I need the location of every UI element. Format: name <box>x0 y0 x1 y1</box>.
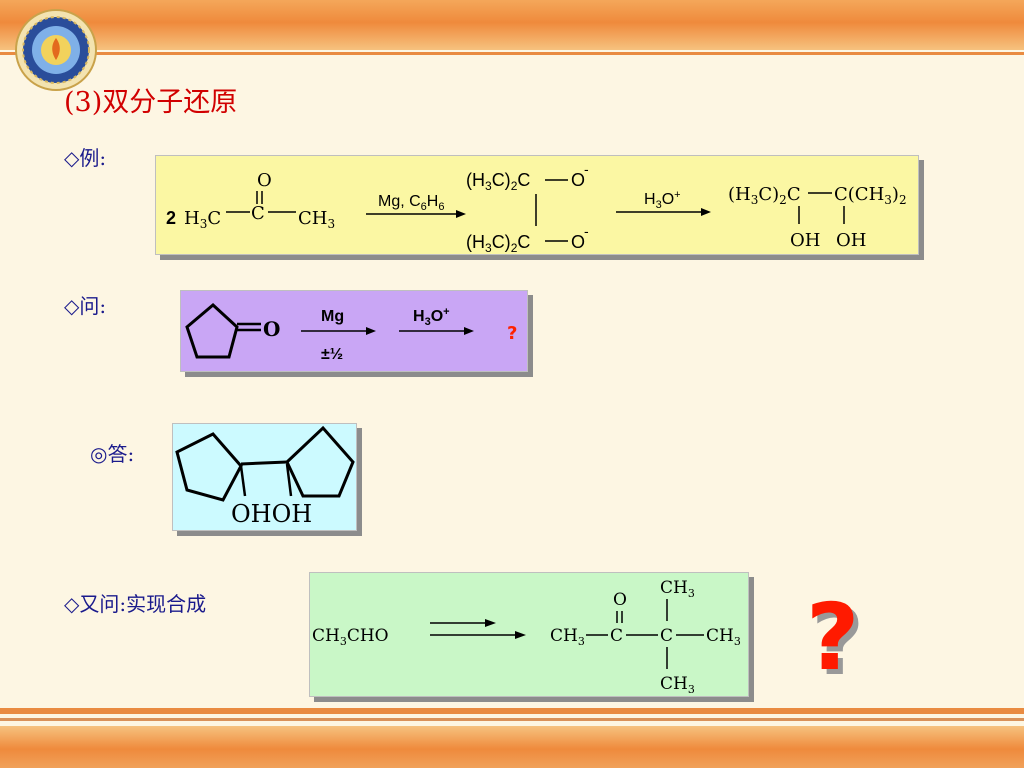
question-reaction-box: O Mg ±½ H3O+ ? <box>180 290 528 372</box>
answer-label: ◎答: <box>90 442 135 466</box>
target-methyl-bottom: CH3 <box>660 674 695 696</box>
product-right: C(CH3)2 <box>834 184 907 207</box>
reagent-2-text: H3O+ <box>644 189 681 211</box>
reagent-condition-text: ±½ <box>321 346 343 363</box>
coefficient-text: 2 <box>166 208 176 228</box>
followup-label: ◇又问:实现合成 <box>64 592 207 616</box>
carbonyl-oxygen: O <box>257 170 272 191</box>
svg-text:O: O <box>571 232 585 252</box>
reagent-1-text: Mg, C6H6 <box>378 193 444 213</box>
example-reaction-diagram: 2 O H3C C CH3 Mg, C6H6 (H3C)2C O - (H3C)… <box>166 161 907 254</box>
svg-text:-: - <box>584 161 589 177</box>
acetaldehyde-text: CH3CHO <box>312 626 389 648</box>
target-carbonyl-oxygen: O <box>613 590 627 610</box>
product-left: (H3C)2C <box>728 184 801 207</box>
section-title: (3)双分子还原 <box>64 87 238 118</box>
target-carbon-2: C <box>660 626 673 646</box>
methyl-right: CH3 <box>298 208 335 231</box>
university-emblem-logo <box>15 9 97 91</box>
reagent-mg-text: Mg <box>321 308 344 325</box>
bottom-divider <box>0 708 1024 714</box>
svg-text:-: - <box>584 223 589 239</box>
target-methyl-top: CH3 <box>660 578 695 600</box>
answer-structure-diagram: OHOH <box>175 425 355 528</box>
reagent-acid-text: H3O+ <box>413 306 450 328</box>
hydroxyl-left: OH <box>790 230 820 251</box>
question-reaction-diagram: O Mg ±½ H3O+ ? <box>185 303 517 363</box>
unknown-product-mark: ? <box>507 323 517 344</box>
example-reaction-box: 2 O H3C C CH3 Mg, C6H6 (H3C)2C O - (H3C)… <box>155 155 919 255</box>
bottom-divider-thin <box>0 718 1024 721</box>
synthesis-diagram: CH3CHO O CH3 C C CH3 CH3 CH3 <box>312 578 741 696</box>
answer-structure-box: OHOH <box>172 423 357 531</box>
synthesis-box: CH3CHO O CH3 C C CH3 CH3 CH3 <box>309 572 749 697</box>
intermediate-top: (H3C)2C <box>466 170 530 193</box>
bottom-band <box>0 726 1024 768</box>
ketone-oxygen: O <box>263 317 280 341</box>
target-carbon-1: C <box>610 626 623 646</box>
top-band <box>0 0 1024 50</box>
hydroxyl-right: OH <box>836 230 866 251</box>
ring-right <box>285 425 355 498</box>
svg-text:O: O <box>571 170 585 190</box>
hydroxyl-pair-text: OHOH <box>231 500 312 528</box>
target-methyl-left: CH3 <box>550 626 585 648</box>
top-divider <box>0 52 1024 55</box>
cyclopentanone-ring <box>185 303 239 359</box>
example-label: ◇例: <box>64 146 107 170</box>
big-question-mark: ? <box>806 584 860 691</box>
question-label: ◇问: <box>64 294 107 318</box>
methyl-left: H3C <box>184 208 221 231</box>
carbonyl-carbon: C <box>251 203 265 224</box>
target-methyl-right: CH3 <box>706 626 741 648</box>
intermediate-bottom: (H3C)2C <box>466 232 530 254</box>
ring-left <box>175 432 243 502</box>
